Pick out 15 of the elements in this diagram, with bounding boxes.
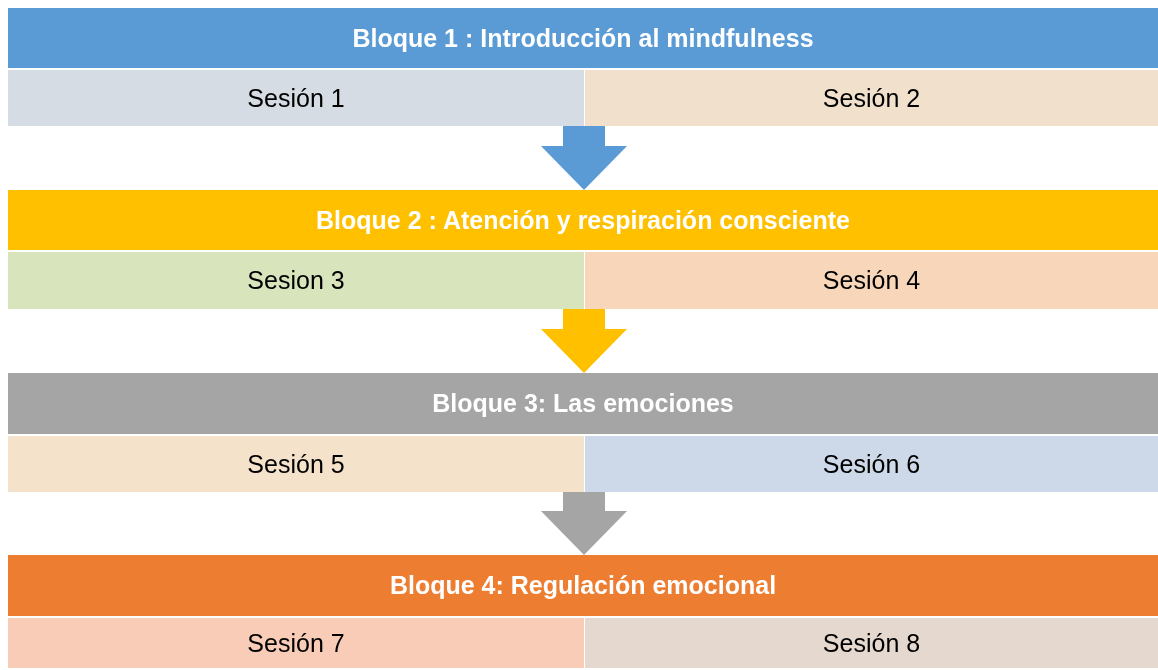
block-header-band: Bloque 4: Regulación emocional xyxy=(8,555,1158,616)
session-box: Sesión 2 xyxy=(585,70,1158,126)
session-box: Sesión 1 xyxy=(8,70,584,126)
block-header-band: Bloque 3: Las emociones xyxy=(8,373,1158,434)
session-box: Sesion 3 xyxy=(8,252,584,309)
block-arrow xyxy=(541,126,627,190)
session-box: Sesión 8 xyxy=(585,618,1158,668)
session-box: Sesión 4 xyxy=(585,252,1158,309)
session-box: Sesión 7 xyxy=(8,618,584,668)
block-arrow xyxy=(541,492,627,555)
block-header-band: Bloque 1 : Introducción al mindfulness xyxy=(8,8,1158,68)
block-arrow xyxy=(541,309,627,373)
session-box: Sesión 6 xyxy=(585,436,1158,492)
session-box: Sesión 5 xyxy=(8,436,584,492)
block-header-band: Bloque 2 : Atención y respiración consciente xyxy=(8,190,1158,250)
